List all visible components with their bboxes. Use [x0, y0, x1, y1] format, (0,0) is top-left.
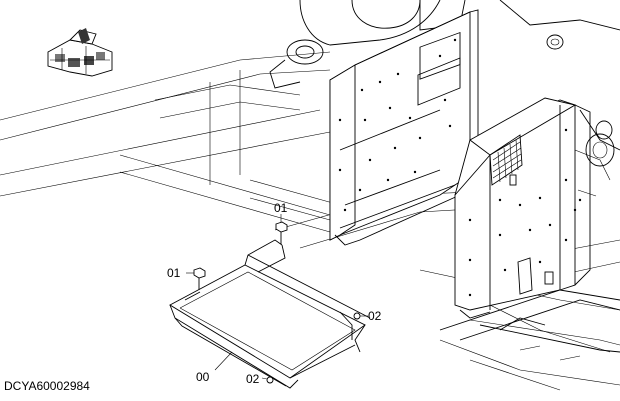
right-cabinet: [454, 97, 611, 319]
bolt-01-top: [275, 214, 288, 244]
screw-02-bottom: [261, 376, 274, 384]
floor-plate: [439, 289, 620, 361]
leader-00: [214, 351, 233, 371]
screw-02-right: [353, 312, 368, 320]
upper-machinery: [269, 0, 620, 167]
cover-tray: [169, 239, 371, 389]
callout-00: 00: [196, 370, 210, 384]
machine-location-icon: [47, 28, 113, 77]
callout-02-bottom: 02: [246, 372, 260, 386]
callout-01-top: 01: [274, 201, 288, 215]
bolt-01-left: [186, 267, 206, 290]
callout-02-right: 02: [368, 309, 382, 323]
drawing-code: DCYA60002984: [4, 379, 90, 393]
left-side-panel: [329, 9, 479, 246]
callout-01-left: 01: [167, 266, 181, 280]
